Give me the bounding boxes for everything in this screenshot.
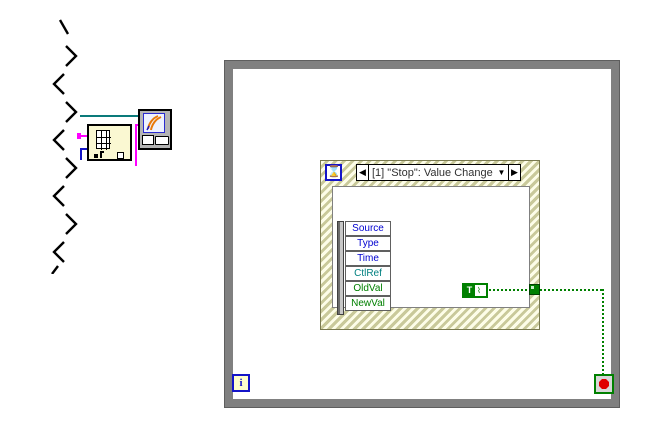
true-constant-value: T <box>464 285 475 296</box>
wire-teal-horizontal <box>80 115 142 117</box>
event-terminal-source[interactable]: Source <box>345 221 391 236</box>
wire-magenta-input-tip <box>77 133 81 139</box>
event-case-selector[interactable]: ◀ [1] "Stop": Value Change ▼ ▶ <box>356 164 521 181</box>
chevron-down-icon[interactable]: ▼ <box>497 168 506 177</box>
vi-camera-icon <box>155 136 169 145</box>
node-marker-tick <box>100 151 102 158</box>
iteration-terminal[interactable]: i <box>232 374 250 392</box>
event-data-node-bar <box>337 221 344 315</box>
yellow-property-node[interactable] <box>87 124 132 161</box>
true-constant-cursor-icon: ⌇ <box>477 286 481 295</box>
event-terminal-oldval[interactable]: OldVal <box>345 281 391 296</box>
true-constant[interactable]: T ⌇ <box>462 283 488 298</box>
tunnel-inner <box>531 286 534 289</box>
wire-magenta-input <box>78 135 87 137</box>
subvi-icon-node[interactable] <box>138 109 172 150</box>
event-terminal-newval[interactable]: NewVal <box>345 296 391 311</box>
vi-drawing-icon <box>143 113 165 133</box>
event-data-node[interactable]: Source Type Time CtlRef OldVal NewVal <box>337 221 391 315</box>
event-terminal-ctlref[interactable]: CtlRef <box>345 266 391 281</box>
node-marker-tick2 <box>100 151 104 153</box>
grid-icon <box>96 130 111 150</box>
event-structure-header: ⌛ ◀ [1] "Stop": Value Change ▼ ▶ <box>325 164 537 183</box>
hourglass-icon[interactable]: ⌛ <box>325 164 342 181</box>
conditional-stop-terminal[interactable] <box>594 374 614 394</box>
wire-green-const-to-tunnel <box>489 289 529 291</box>
stop-sign-icon <box>599 379 609 389</box>
event-terminal-time[interactable]: Time <box>345 251 391 266</box>
event-terminal-type[interactable]: Type <box>345 236 391 251</box>
node-marker-dot <box>94 154 98 158</box>
node-output-square <box>117 152 124 159</box>
event-structure-output-tunnel[interactable] <box>529 284 540 295</box>
left-node-cluster <box>77 104 182 166</box>
broken-wire-zigzag <box>51 19 78 274</box>
event-case-label: [1] "Stop": Value Change <box>372 166 493 179</box>
wire-magenta-route-v1 <box>135 124 137 166</box>
vi-monitor-icon <box>142 135 154 145</box>
next-case-arrow[interactable]: ▶ <box>508 165 520 180</box>
prev-case-arrow[interactable]: ◀ <box>357 165 369 180</box>
wire-blue-horizontal <box>80 148 90 150</box>
wire-green-tunnel-to-corner <box>540 289 604 291</box>
wire-green-vertical-to-stop <box>602 289 604 375</box>
wire-blue-vertical <box>80 148 82 160</box>
